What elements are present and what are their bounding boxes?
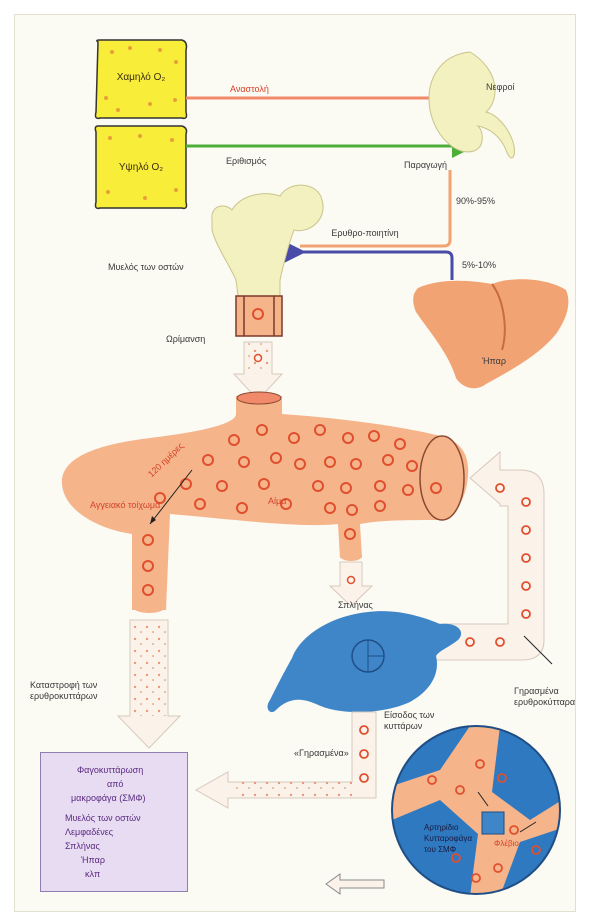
phagocytosis-legend: Φαγοκυττάρωση από μακροφάγα (ΣΜΦ) Μυελός… [40, 752, 188, 892]
spleen-shape [268, 611, 462, 712]
old-tags-label: «Γηρασμένα» [294, 748, 349, 759]
production-label: Παραγωγή [404, 160, 447, 171]
spleen-label: Σπλήνας [338, 600, 373, 611]
destruction-label: Καταστροφή των ερυθροκυττάρων [30, 680, 126, 702]
bone-marrow-shape [212, 185, 323, 296]
spleen-entry-label: Είσοδος των κυττάρων [384, 710, 448, 732]
legend-line-6: Σπλήνας [65, 841, 100, 852]
bone-marrow-label: Μυελός των οστών [108, 262, 184, 273]
legend-line-1: Φαγοκυττάρωση [77, 765, 143, 776]
erythropoietin-label: Ερυθρο-ποιητίνη [330, 228, 400, 239]
legend-line-5: Λεμφαδένες [65, 827, 113, 838]
blood-label: Αίμα [268, 496, 286, 507]
maturation-label: Ωρίμανση [166, 334, 205, 345]
liver-shape [413, 279, 568, 388]
kidney-label: Νεφροί [486, 82, 514, 93]
liver-percent-label: 5%-10% [462, 260, 496, 271]
vessel-wall-label: Αγγειακό τοίχωμα [90, 500, 160, 511]
kidney-shape [429, 52, 514, 158]
old-cells-label: Γηρασμένα ερυθροκύτταρα [514, 686, 580, 708]
high-o2-label: Υψηλό O₂ [106, 162, 176, 173]
liver-label: Ήπαρ [482, 356, 506, 367]
inset-label-2: Κυτταροφάγα [424, 833, 472, 844]
legend-line-4: Μυελός των οστών [65, 813, 141, 824]
legend-line-8: κλπ [85, 869, 100, 880]
inhibition-label: Αναστολή [230, 84, 269, 95]
legend-line-3: μακροφάγα (ΣΜΦ) [71, 793, 146, 804]
legend-line-2: από [107, 779, 123, 790]
inset-label-4: Φλέβιο [494, 838, 519, 849]
legend-line-7: Ήπαρ [81, 855, 105, 866]
low-o2-label: Χαμηλό O₂ [106, 72, 176, 83]
kidney-percent-label: 90%-95% [456, 196, 495, 207]
stimulation-label: Εριθισμός [226, 156, 266, 167]
inset-label-3: του ΣΜΦ [424, 844, 456, 855]
inset-label-1: Αρτηρίδιο [424, 822, 458, 833]
